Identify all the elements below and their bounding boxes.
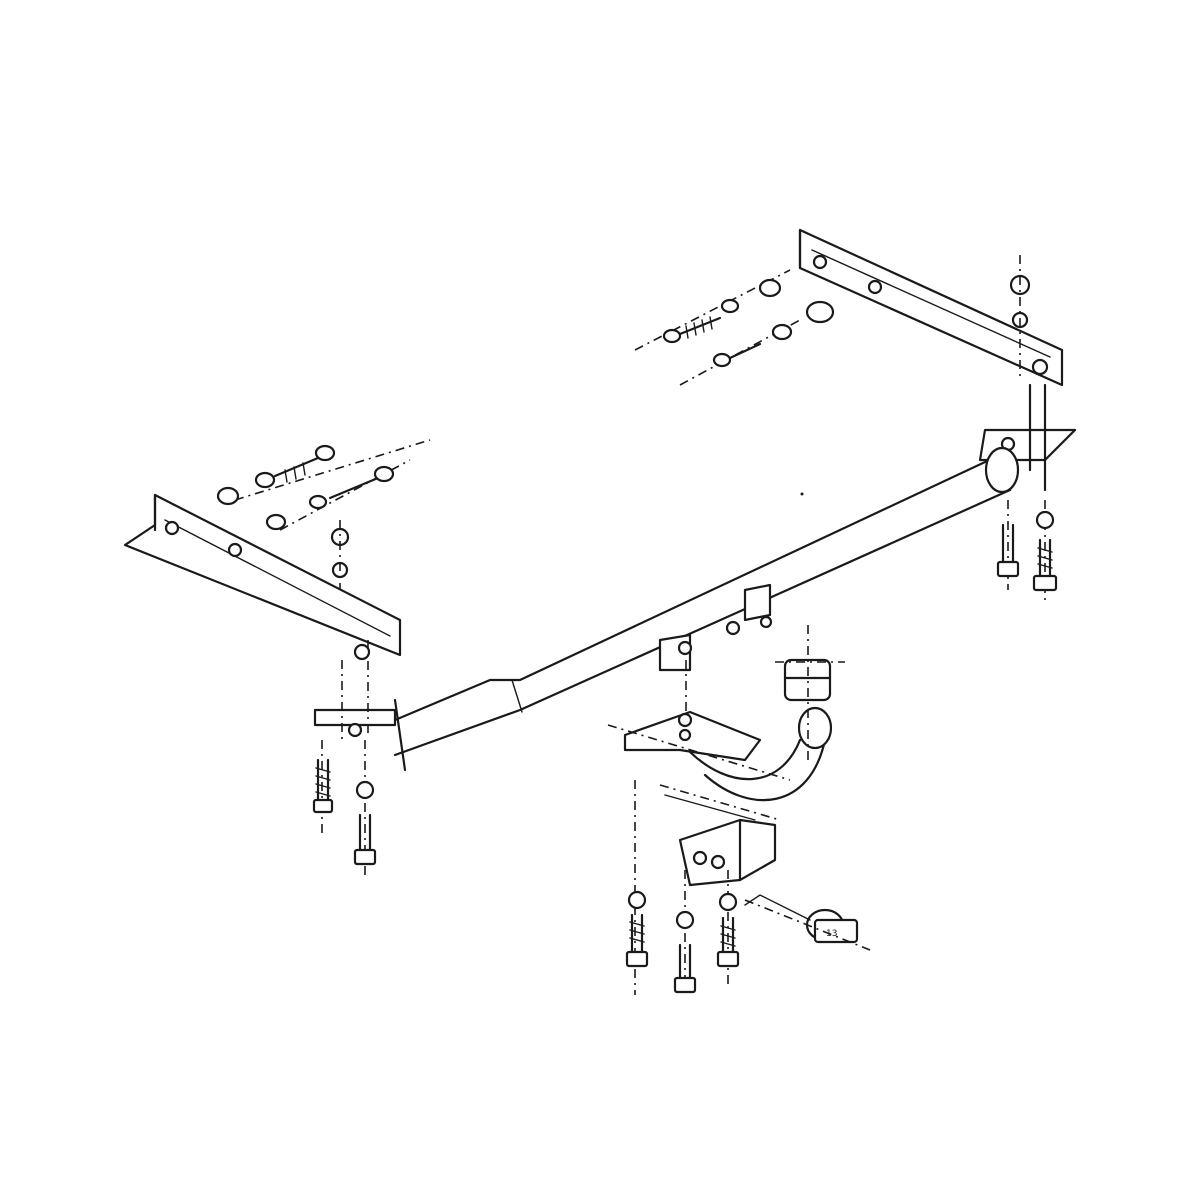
- upper-left-hardware: [216, 439, 431, 590]
- socket-mounting-plate: [664, 794, 777, 887]
- tow-ball-cap: [775, 625, 845, 760]
- socket-label: 13: [826, 929, 837, 939]
- tow-ball-neck: [623, 706, 833, 802]
- upper-right-hardware: [634, 255, 1031, 386]
- left-side-bracket: [123, 493, 407, 772]
- lower-left-bolts: [312, 740, 377, 880]
- lower-right-bolts: [996, 500, 1058, 600]
- crossbar-tube: [393, 446, 1020, 757]
- electrical-socket: 13: [744, 894, 871, 951]
- bottom-center-bolts: [625, 780, 740, 995]
- right-side-bracket: [798, 228, 1077, 492]
- assembly-guide-lines: [341, 492, 804, 821]
